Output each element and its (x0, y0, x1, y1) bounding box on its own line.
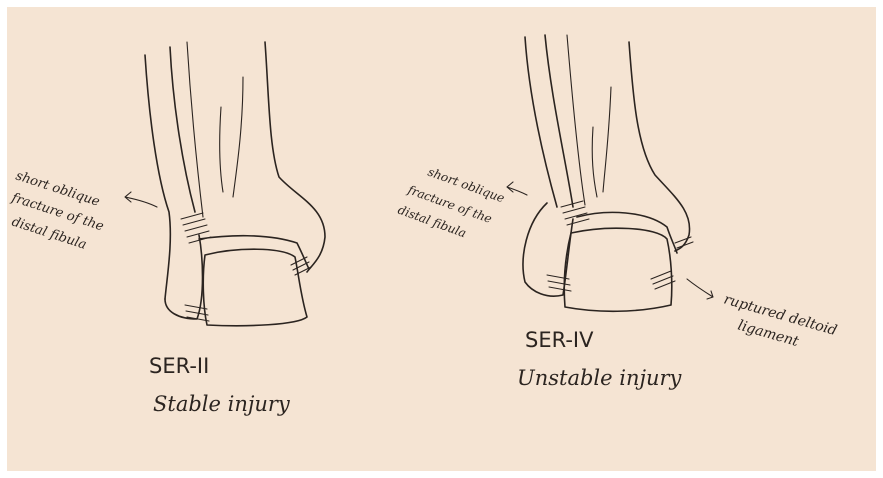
left-stage-label: SER-II (149, 354, 209, 378)
right-stage-label: SER-IV (525, 328, 594, 352)
right-caption: Unstable injury (517, 366, 683, 390)
paper-background (7, 7, 876, 471)
ankle-fracture-diagram: short oblique fracture of the distal fib… (7, 7, 876, 471)
diagram-canvas: short oblique fracture of the distal fib… (7, 7, 876, 471)
left-caption: Stable injury (153, 392, 291, 416)
